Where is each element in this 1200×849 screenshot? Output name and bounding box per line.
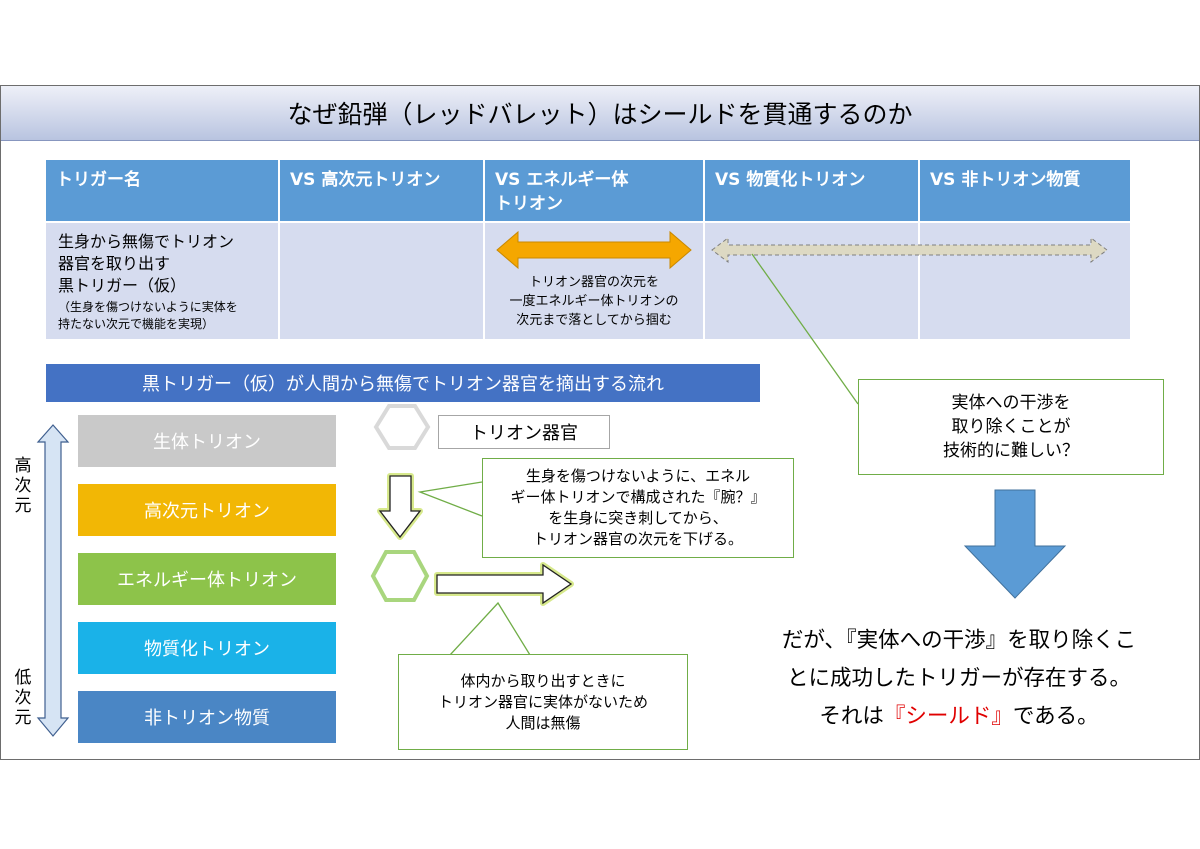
organ-hexagon-energy xyxy=(370,550,430,602)
callout2-line3: 人間は無傷 xyxy=(505,713,581,732)
conclusion-text: だが、『実体への干渉』を取り除くこ とに成功したトリガーが存在する。 それは『シ… xyxy=(722,622,1196,736)
table-header-vs-non-trion: VS 非トリオン物質 xyxy=(920,160,1130,221)
layer-non-trion-matter: 非トリオン物質 xyxy=(78,691,336,743)
axis-low-label: 低次元 xyxy=(14,668,32,728)
energy-note-line3: 次元まで落としてから掴む xyxy=(516,313,672,328)
axis-high-label: 高次元 xyxy=(14,456,32,516)
conclusion-shield-highlight: 『シールド』 xyxy=(883,704,1013,729)
trigger-name-line1: 生身から無傷でトリオン xyxy=(58,232,235,251)
flow-banner: 黒トリガー（仮）が人間から無傷でトリオン器官を摘出する流れ xyxy=(46,364,760,402)
conclusion-line3-pre: それは xyxy=(819,704,884,729)
right-callout-pointer xyxy=(751,253,859,405)
table-header-vs-high-dimension: VS 高次元トリオン xyxy=(280,160,483,221)
layer-materialized-trion: 物質化トリオン xyxy=(78,622,336,674)
callout1-line4: トリオン器官の次元を下げる。 xyxy=(532,530,743,548)
table-header-trigger-name: トリガー名 xyxy=(46,160,278,221)
table-header-vs-energy-body: VS エネルギー体 トリオン xyxy=(485,160,703,221)
materialized-dashed-arrow xyxy=(711,237,1108,263)
conclusion-line1: だが、『実体への干渉』を取り除くこ xyxy=(781,628,1137,653)
conclusion-down-arrow xyxy=(963,489,1067,599)
callout1-pointer xyxy=(417,481,483,517)
trigger-name-line2: 器官を取り出す xyxy=(58,254,171,273)
callout2-pointer xyxy=(449,601,531,656)
dimension-axis-arrow xyxy=(36,424,70,737)
table-cell-high-dimension xyxy=(280,223,483,339)
table-cell-trigger-name: 生身から無傷でトリオン 器官を取り出す 黒トリガー（仮） （生身を傷つけないよう… xyxy=(46,223,278,339)
callout1-line2: ギー体トリオンで構成された『腕？』 xyxy=(510,488,766,506)
slide-title-text: なぜ鉛弾（レッドバレット）はシールドを貫通するのか xyxy=(287,100,913,129)
trigger-name-line3: 黒トリガー（仮） xyxy=(58,276,187,295)
callout-interference-difficulty: 実体への干渉を 取り除くことが 技術的に難しい？ xyxy=(858,379,1164,475)
callout2-line1: 体内から取り出すときに xyxy=(460,671,626,690)
table-header-vs-materialized: VS 物質化トリオン xyxy=(705,160,918,221)
callout-insert-arm: 生身を傷つけないように、エネル ギー体トリオンで構成された『腕？』 を生身に突き… xyxy=(482,458,794,558)
right-callout-line1: 実体への干渉を xyxy=(951,393,1071,413)
organ-label-box: トリオン器官 xyxy=(438,415,610,449)
right-callout-line2: 取り除くことが xyxy=(951,417,1071,437)
layer-high-dimension-trion: 高次元トリオン xyxy=(78,484,336,536)
table-cell-materialized xyxy=(705,223,918,339)
layer-energy-body-trion: エネルギー体トリオン xyxy=(78,553,336,605)
flow-banner-text: 黒トリガー（仮）が人間から無傷でトリオン器官を摘出する流れ xyxy=(142,374,664,395)
right-callout-line3: 技術的に難しい？ xyxy=(943,441,1079,461)
callout1-line3: を生身に突き刺してから、 xyxy=(548,509,728,527)
organ-label: トリオン器官 xyxy=(470,423,578,444)
energy-note-line2: 一度エネルギー体トリオンの xyxy=(509,294,679,309)
energy-cell-note: トリオン器官の次元を 一度エネルギー体トリオンの 次元まで落としてから掴む xyxy=(485,273,703,330)
energy-note-line1: トリオン器官の次元を xyxy=(528,275,659,290)
callout-no-injury: 体内から取り出すときに トリオン器官に実体がないため 人間は無傷 xyxy=(398,654,688,750)
conclusion-line2: とに成功したトリガーが存在する。 xyxy=(786,666,1131,691)
energy-double-arrow xyxy=(496,230,692,270)
callout1-line1: 生身を傷つけないように、エネル xyxy=(525,467,751,485)
conclusion-line3: それは『シールド』である。 xyxy=(722,698,1196,736)
slide-title: なぜ鉛弾（レッドバレット）はシールドを貫通するのか xyxy=(1,86,1199,141)
trigger-note-line2: 持たない次元で機能を実現） xyxy=(58,317,215,331)
conclusion-line3-post: である。 xyxy=(1012,704,1099,729)
trigger-note-line1: （生身を傷つけないように実体を xyxy=(58,300,238,314)
organ-hexagon-top xyxy=(373,404,431,450)
callout2-line2: トリオン器官に実体がないため xyxy=(437,692,648,711)
layer-bio-trion: 生体トリオン xyxy=(78,415,336,467)
